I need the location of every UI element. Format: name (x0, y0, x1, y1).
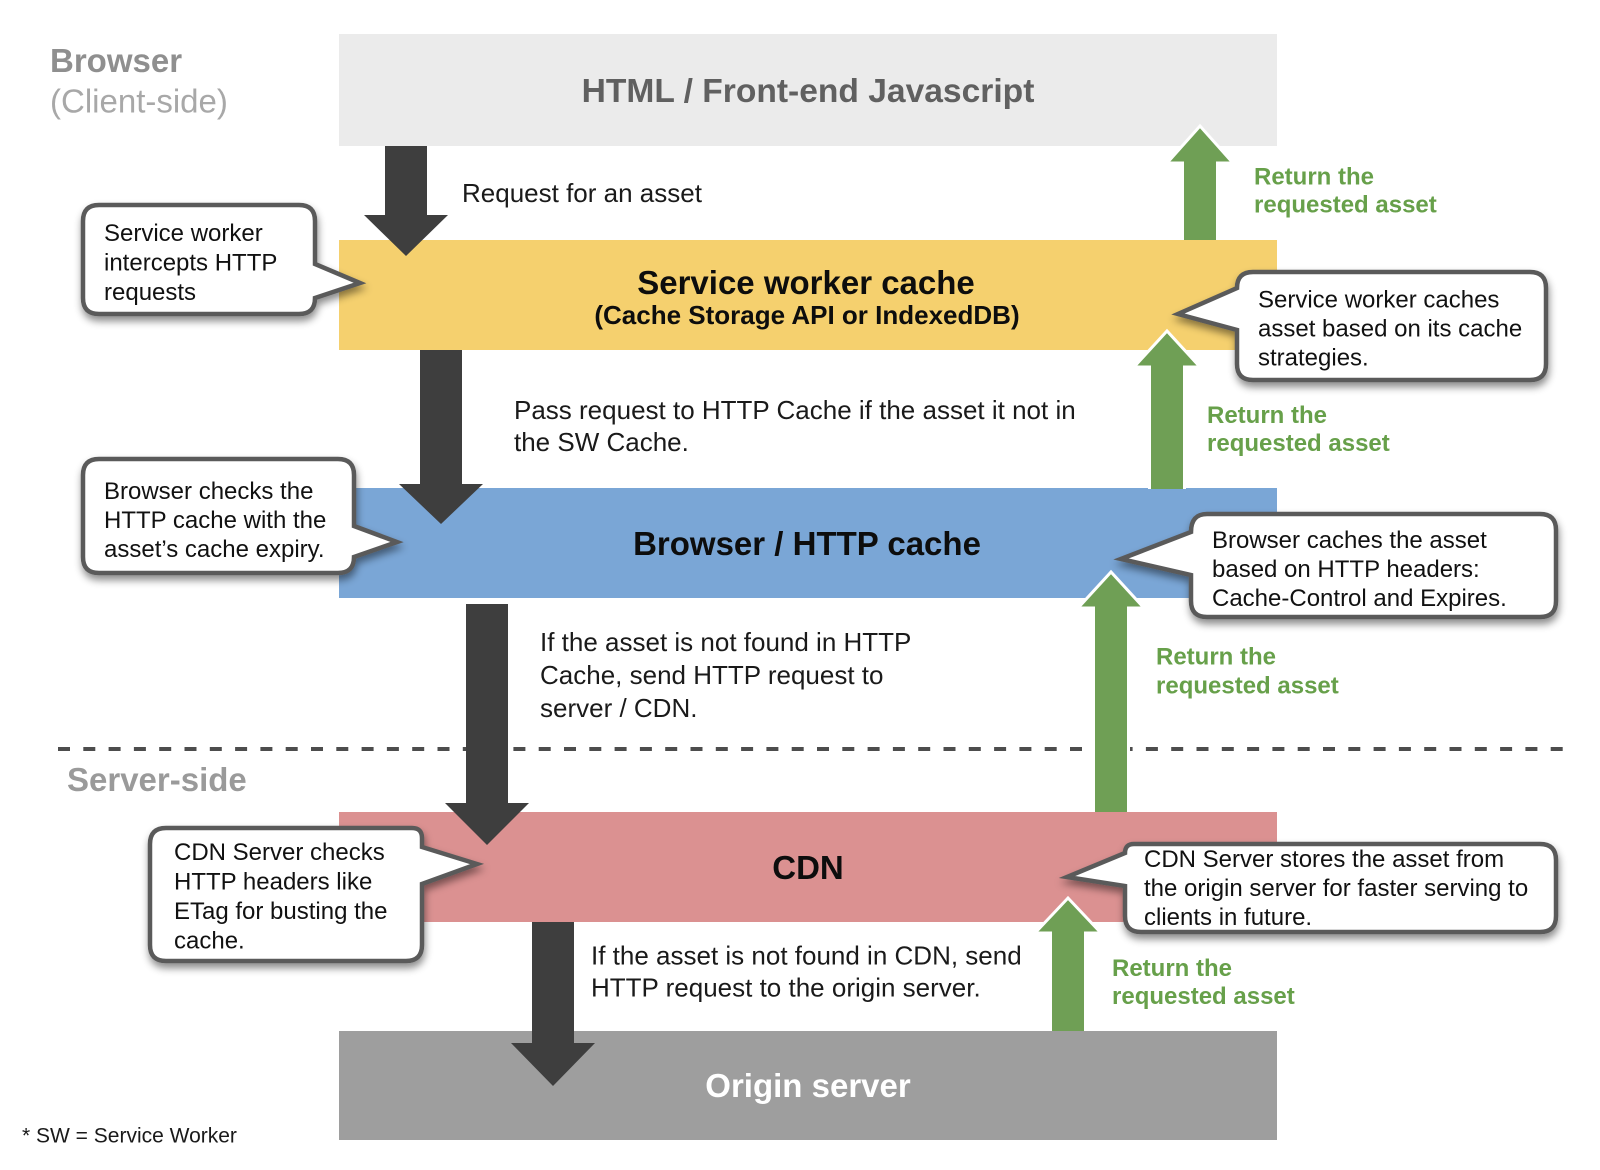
svg-text:If the asset is not found in C: If the asset is not found in CDN, send (591, 941, 1022, 971)
svg-text:strategies.: strategies. (1258, 345, 1369, 372)
svg-text:Cache-Control and Expires.: Cache-Control and Expires. (1212, 585, 1507, 612)
svg-text:requested asset: requested asset (1156, 673, 1339, 700)
svg-text:Browser / HTTP cache: Browser / HTTP cache (633, 525, 981, 562)
svg-text:HTTP request to the origin ser: HTTP request to the origin server. (591, 973, 981, 1003)
svg-text:Browser checks the: Browser checks the (104, 478, 313, 505)
svg-text:Return the: Return the (1207, 402, 1327, 429)
svg-text:Service worker cache: Service worker cache (637, 264, 975, 301)
svg-text:the origin server for faster s: the origin server for faster serving to (1144, 875, 1528, 902)
svg-text:asset based on its cache: asset based on its cache (1258, 316, 1522, 343)
svg-text:based on HTTP headers:: based on HTTP headers: (1212, 556, 1480, 583)
svg-text:intercepts HTTP: intercepts HTTP (104, 250, 277, 277)
svg-text:HTTP cache with the: HTTP cache with the (104, 507, 326, 534)
svg-text:Return the: Return the (1254, 164, 1374, 191)
svg-text:* SW = Service Worker: * SW = Service Worker (22, 1125, 237, 1148)
svg-text:server / CDN.: server / CDN. (540, 693, 697, 723)
svg-text:(Client-side): (Client-side) (50, 83, 228, 120)
svg-text:the SW Cache.: the SW Cache. (514, 427, 689, 457)
svg-text:Browser caches the asset: Browser caches the asset (1212, 527, 1487, 554)
svg-text:CDN: CDN (772, 849, 844, 886)
svg-text:Pass request to HTTP Cache if: Pass request to HTTP Cache if the asset … (514, 395, 1076, 425)
svg-text:requested asset: requested asset (1254, 192, 1437, 219)
svg-text:HTTP headers like: HTTP headers like (174, 869, 372, 896)
svg-text:clients in future.: clients in future. (1144, 904, 1312, 931)
svg-text:Origin server: Origin server (705, 1067, 911, 1104)
svg-text:Browser: Browser (50, 42, 182, 79)
svg-text:HTML / Front-end Javascript: HTML / Front-end Javascript (582, 73, 1035, 110)
svg-text:requested asset: requested asset (1112, 983, 1295, 1010)
svg-text:Request for an asset: Request for an asset (462, 178, 703, 208)
svg-text:Return the: Return the (1112, 955, 1232, 982)
svg-text:Cache, send HTTP request to: Cache, send HTTP request to (540, 660, 883, 690)
svg-text:CDN Server checks: CDN Server checks (174, 839, 385, 866)
svg-text:requested asset: requested asset (1207, 430, 1390, 457)
svg-text:cache.: cache. (174, 928, 245, 955)
svg-text:requests: requests (104, 279, 196, 306)
svg-text:If the asset is not found in H: If the asset is not found in HTTP (540, 627, 911, 657)
svg-text:Server-side: Server-side (67, 761, 247, 798)
svg-text:Service worker: Service worker (104, 220, 263, 247)
svg-text:Service worker caches: Service worker caches (1258, 287, 1499, 314)
svg-text:(Cache Storage API or IndexedD: (Cache Storage API or IndexedDB) (594, 300, 1019, 330)
svg-text:ETag for busting the: ETag for busting the (174, 898, 387, 925)
svg-text:CDN Server stores the asset fr: CDN Server stores the asset from (1144, 846, 1504, 873)
svg-text:Return the: Return the (1156, 644, 1276, 671)
svg-text:asset’s cache expiry.: asset’s cache expiry. (104, 536, 325, 563)
